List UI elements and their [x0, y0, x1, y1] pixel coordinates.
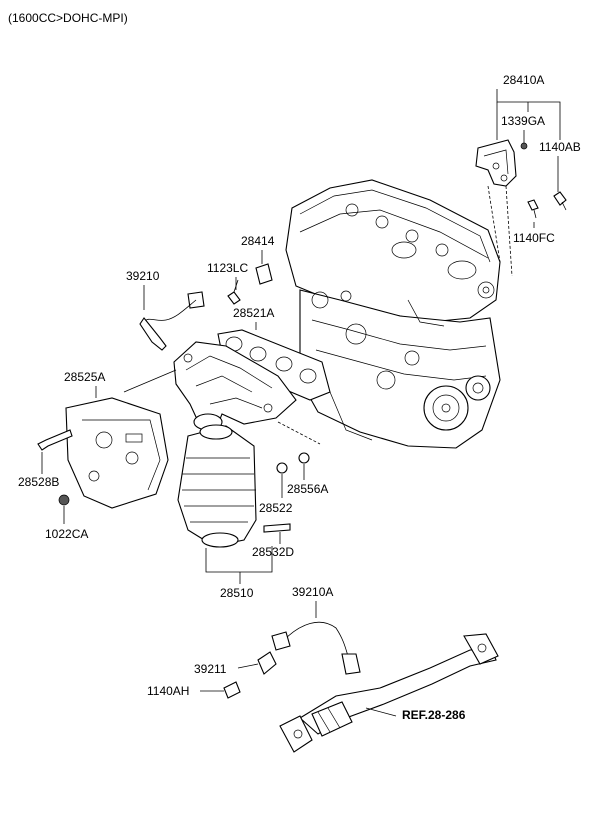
label-28521a: 28521A [233, 306, 274, 320]
label-28522: 28522 [259, 501, 293, 515]
label-39211: 39211 [194, 662, 227, 676]
label-1022ca: 1022CA [45, 527, 88, 541]
part-labels: 28410A 1339GA 1140AB 1140FC 28414 1123LC… [18, 73, 581, 722]
label-28556a: 28556A [287, 482, 328, 496]
exhaust-manifold [173, 341, 321, 445]
label-1140fc: 1140FC [513, 231, 555, 245]
label-39210: 39210 [126, 269, 160, 283]
front-exhaust-pipe [223, 621, 499, 753]
reference-label: REF.28-286 [402, 708, 466, 722]
label-28414: 28414 [241, 234, 275, 248]
label-28532d: 28532D [252, 545, 294, 559]
leader-lines [41, 89, 561, 692]
engine-spec-header: (1600CC>DOHC-MPI) [8, 11, 128, 25]
label-28410a: 28410A [503, 73, 544, 87]
label-28528b: 28528B [18, 475, 59, 489]
label-1123lc: 1123LC [207, 261, 248, 275]
catalytic-converter [177, 424, 291, 548]
fasteners [37, 263, 310, 506]
label-1140ab: 1140AB [539, 140, 581, 154]
label-39210a: 39210A [292, 585, 333, 599]
heat-protector-28525a [65, 397, 169, 509]
oxygen-sensor-39210 [139, 291, 205, 351]
label-1140ah: 1140AH [147, 684, 189, 698]
bracket-28410a [475, 139, 567, 277]
label-28525a: 28525A [64, 370, 105, 384]
label-28510: 28510 [220, 586, 254, 600]
label-1339ga: 1339GA [501, 114, 545, 128]
engine-block [285, 179, 501, 449]
